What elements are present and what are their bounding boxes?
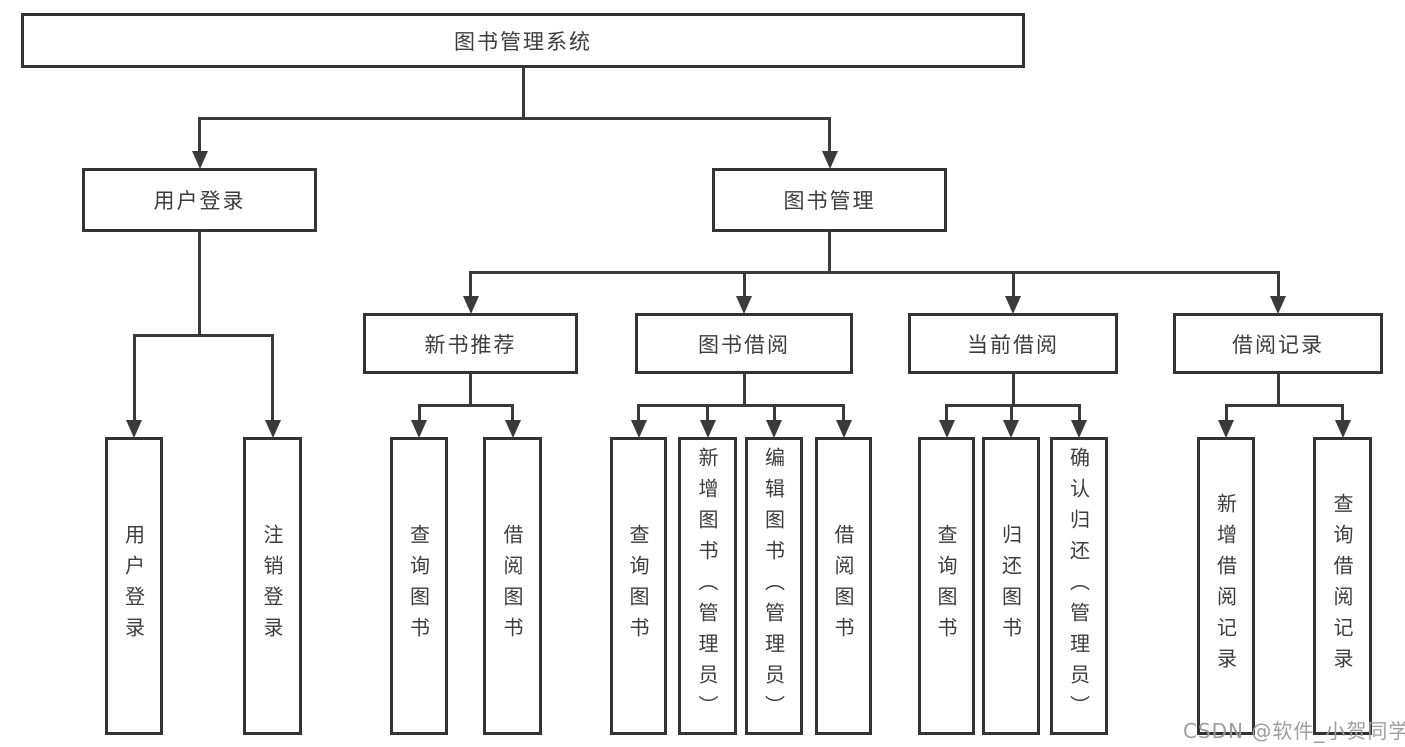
arrow-down-icon	[462, 296, 479, 314]
connector-vertical-line	[637, 405, 640, 421]
node-query-books-leaf: 查询图书	[610, 437, 667, 735]
node-query-books-leaf: 查询图书	[918, 437, 975, 735]
connector-vertical-line	[1011, 373, 1015, 407]
connector-vertical-line	[945, 405, 948, 421]
connector-vertical-line	[469, 373, 472, 407]
connector-vertical-line	[1341, 405, 1344, 421]
connector-horizontal-line	[1224, 403, 1344, 407]
connector-vertical-line	[132, 335, 136, 421]
arrow-down-icon	[699, 420, 716, 438]
arrow-down-icon	[1005, 296, 1021, 314]
connector-vertical-line	[417, 405, 421, 421]
arrow-down-icon	[938, 420, 955, 438]
node-book-management: 图书管理	[712, 168, 947, 232]
node-borrow-books-leaf: 借阅图书	[483, 437, 542, 735]
node-user-login-leaf: 用户登录	[105, 437, 163, 735]
connector-vertical-line	[271, 335, 274, 421]
connector-vertical-line	[706, 405, 709, 421]
connector-vertical-line	[1009, 405, 1013, 421]
node-new-book-recommendation: 新书推荐	[363, 313, 578, 374]
connector-vertical-line	[742, 373, 746, 407]
connector-horizontal-line	[637, 403, 845, 407]
connector-vertical-line	[1276, 272, 1280, 297]
node-query-books-leaf: 查询图书	[390, 437, 448, 735]
connector-vertical-line	[469, 272, 472, 297]
connector-vertical-line	[742, 272, 746, 297]
node-query-borrow-record-leaf: 查询借阅记录	[1313, 437, 1372, 735]
connector-vertical-line	[828, 231, 831, 274]
node-borrowing-records: 借阅记录	[1173, 313, 1383, 374]
arrow-down-icon	[1003, 420, 1019, 438]
arrow-down-icon	[191, 151, 208, 169]
arrow-down-icon	[504, 420, 521, 438]
node-user-login: 用户登录	[82, 168, 317, 232]
connector-horizontal-line	[417, 403, 514, 407]
node-current-borrowing: 当前借阅	[908, 313, 1118, 374]
arrow-down-icon	[1218, 420, 1234, 438]
arrow-down-icon	[736, 296, 752, 314]
arrow-down-icon	[411, 420, 427, 438]
node-add-borrow-record-leaf: 新增借阅记录	[1197, 437, 1255, 735]
node-confirm-return-admin-leaf: 确认归还（管理员）	[1050, 437, 1108, 735]
arrow-down-icon	[1334, 420, 1351, 438]
connector-horizontal-line	[945, 403, 1081, 407]
node-edit-books-admin-leaf: 编辑图书（管理员）	[745, 437, 803, 735]
arrow-down-icon	[264, 420, 281, 438]
arrow-down-icon	[630, 420, 647, 438]
connector-horizontal-line	[198, 116, 831, 120]
arrow-down-icon	[1071, 420, 1087, 438]
connector-vertical-line	[521, 67, 525, 120]
arrow-down-icon	[821, 151, 838, 169]
connector-vertical-line	[198, 118, 201, 152]
node-add-books-admin-leaf: 新增图书（管理员）	[678, 437, 737, 735]
arrow-down-icon	[766, 420, 782, 438]
connector-horizontal-line	[469, 270, 1280, 274]
node-return-books-leaf: 归还图书	[982, 437, 1040, 735]
arrow-down-icon	[1270, 296, 1286, 314]
node-logout-leaf: 注销登录	[243, 437, 302, 735]
connector-vertical-line	[1276, 373, 1280, 407]
connector-vertical-line	[1224, 405, 1228, 421]
node-book-borrowing: 图书借阅	[635, 313, 853, 374]
connector-vertical-line	[772, 405, 776, 421]
connector-horizontal-line	[132, 333, 274, 337]
connector-vertical-line	[198, 231, 201, 337]
watermark-text: CSDN @软件_小贺同学	[1183, 719, 1405, 743]
node-borrow-books-leaf: 借阅图书	[815, 437, 872, 735]
connector-vertical-line	[842, 405, 845, 421]
arrow-down-icon	[126, 420, 142, 438]
node-library-management-system: 图书管理系统	[21, 13, 1025, 68]
connector-vertical-line	[1077, 405, 1081, 421]
connector-vertical-line	[1011, 272, 1015, 297]
arrow-down-icon	[835, 420, 852, 438]
connector-vertical-line	[511, 405, 514, 421]
connector-vertical-line	[828, 118, 831, 152]
